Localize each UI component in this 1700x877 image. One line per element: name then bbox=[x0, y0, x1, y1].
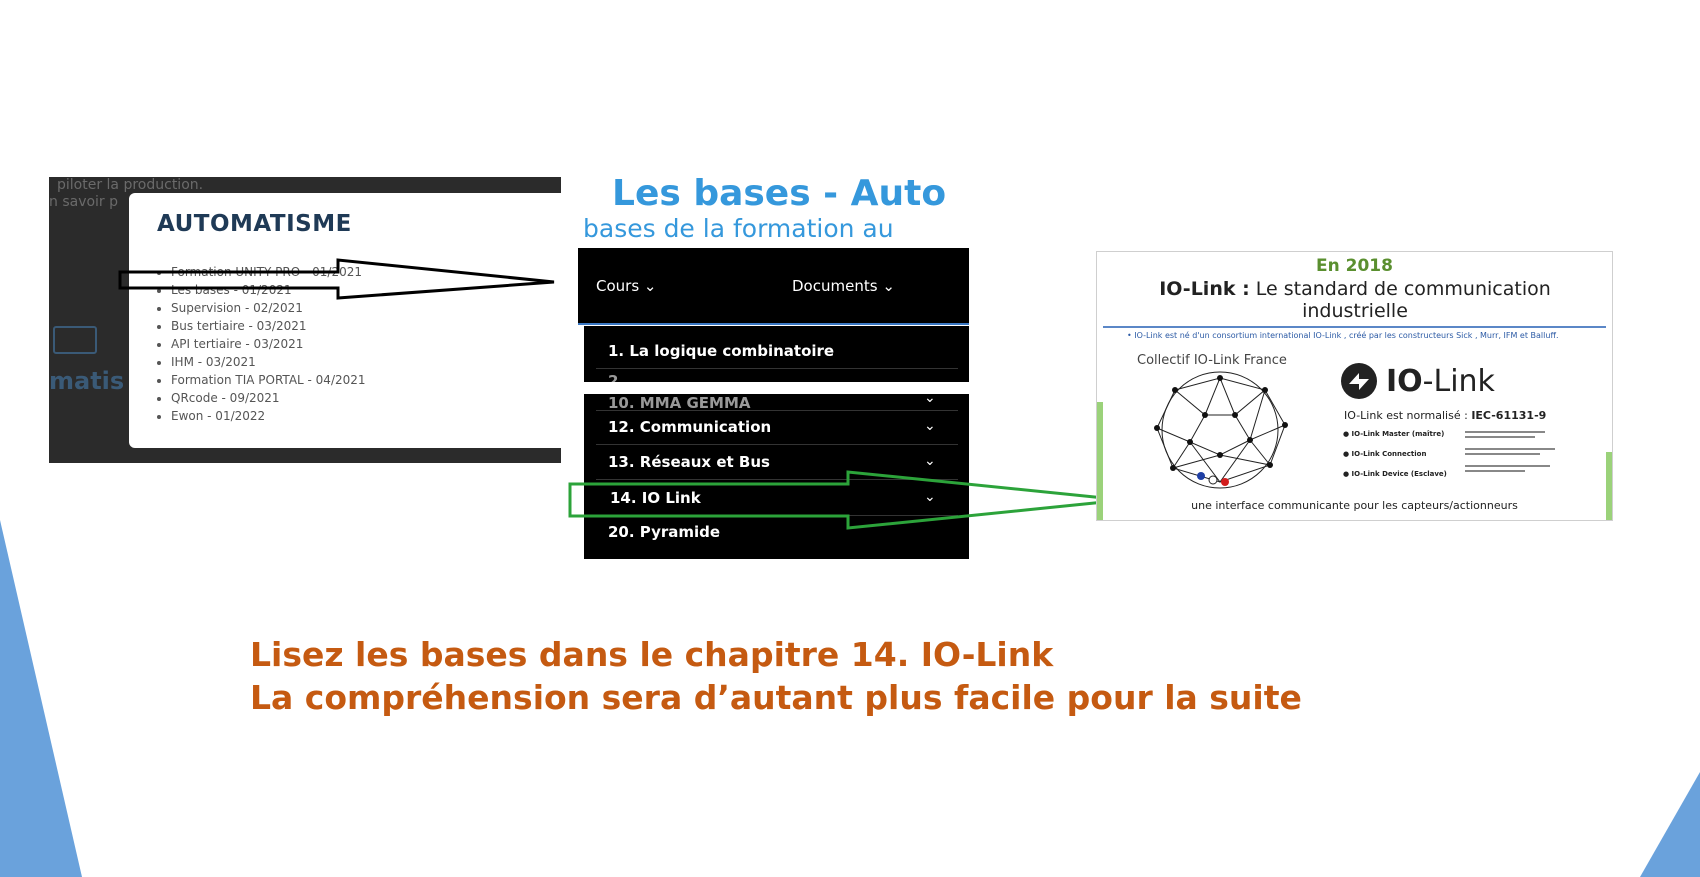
legend-device-label: IO-Link Device (Esclave) bbox=[1351, 470, 1447, 478]
legend-master-label: IO-Link Master (maître) bbox=[1351, 430, 1445, 438]
list-item[interactable]: IHM - 03/2021 bbox=[171, 353, 366, 371]
nav-documents[interactable]: Documents ⌄ bbox=[792, 277, 895, 295]
legend-connection-label: IO-Link Connection bbox=[1351, 450, 1427, 458]
slide-green-edge-right bbox=[1606, 452, 1612, 520]
link-icon: ● bbox=[1343, 470, 1350, 478]
logo-text-bold: IO bbox=[1386, 363, 1423, 399]
menu-separator bbox=[596, 368, 958, 369]
collectif-label: Collectif IO-Link France bbox=[1137, 353, 1287, 368]
chevron-down-icon: ⌄ bbox=[924, 489, 936, 505]
link-icon: ● bbox=[1343, 430, 1350, 438]
menu-item-logique-combinatoire[interactable]: 1. La logique combinatoire bbox=[608, 342, 835, 360]
norm-label: IO-Link est normalisé : bbox=[1344, 409, 1472, 422]
screenshot-gap bbox=[584, 382, 969, 394]
chevron-down-icon: ⌄ bbox=[882, 277, 895, 295]
logo-text-rest: -Link bbox=[1422, 363, 1495, 399]
background-heading: matis bbox=[49, 367, 125, 395]
slide-heading-bold: IO-Link : bbox=[1159, 278, 1250, 300]
menu-item-communication[interactable]: 12. Communication bbox=[608, 418, 772, 436]
list-item[interactable]: Supervision - 02/2021 bbox=[171, 299, 366, 317]
menu-item-cut[interactable]: 10. MMA GEMMA bbox=[608, 394, 751, 412]
slide-green-edge-left bbox=[1097, 402, 1103, 520]
menu-item-pyramide[interactable]: 20. Pyramide bbox=[608, 523, 721, 541]
slide-divider bbox=[1103, 326, 1606, 328]
nav-documents-label: Documents bbox=[792, 277, 878, 295]
nav-cours[interactable]: Cours ⌄ bbox=[596, 277, 657, 295]
list-item[interactable]: API tertiaire - 03/2021 bbox=[171, 335, 366, 353]
slide-heading-rest: Le standard de communication industriell… bbox=[1249, 278, 1551, 322]
link-icon: ● bbox=[1343, 450, 1350, 458]
legend-descriptions bbox=[1465, 428, 1561, 482]
automatisme-card: AUTOMATISME Formation UNITY PRO - 01/202… bbox=[129, 193, 561, 448]
right-blue-triangle bbox=[1640, 772, 1700, 877]
page-title: Les bases - Auto bbox=[612, 173, 947, 214]
io-link-slide: En 2018 IO-Link : Le standard de communi… bbox=[1096, 251, 1613, 521]
card-title: AUTOMATISME bbox=[157, 211, 352, 237]
slide-heading: IO-Link : Le standard de communication i… bbox=[1105, 278, 1605, 322]
menu-item-reseaux-bus[interactable]: 13. Réseaux et Bus bbox=[608, 453, 770, 471]
page-subtitle: bases de la formation au bbox=[583, 214, 894, 243]
instruction-line-1: Lisez les bases dans le chapitre 14. IO-… bbox=[250, 635, 1054, 674]
norm-line: IO-Link est normalisé : IEC-61131-9 bbox=[1344, 409, 1546, 422]
left-blue-triangle bbox=[0, 520, 82, 877]
menu-separator bbox=[596, 444, 958, 445]
cours-dropdown-menu: 1. La logique combinatoire 2. ... 10. MM… bbox=[584, 326, 969, 559]
navbar: Cours ⌄ Documents ⌄ bbox=[578, 248, 969, 325]
network-sphere-icon bbox=[1154, 371, 1288, 489]
legend-master: ● IO-Link Master (maître) bbox=[1343, 430, 1444, 438]
nav-cours-label: Cours bbox=[596, 277, 640, 295]
norm-value: IEC-61131-9 bbox=[1471, 409, 1547, 422]
slide-footer: une interface communicante pour les capt… bbox=[1191, 499, 1518, 512]
legend-device: ● IO-Link Device (Esclave) bbox=[1343, 470, 1447, 478]
chevron-down-icon: ⌄ bbox=[924, 453, 936, 469]
io-link-logo: IO -Link bbox=[1340, 362, 1495, 400]
automatisme-screenshot: piloter la production. n savoir p matis … bbox=[49, 177, 561, 463]
list-item[interactable]: QRcode - 09/2021 bbox=[171, 389, 366, 407]
legend-connection: ● IO-Link Connection bbox=[1343, 450, 1426, 458]
list-item[interactable]: Ewon - 01/2022 bbox=[171, 407, 366, 425]
chevron-down-icon: ⌄ bbox=[924, 418, 936, 434]
black-arrow bbox=[118, 258, 555, 300]
slide-bullet: • IO-Link est né d'un consortium interna… bbox=[1127, 331, 1559, 340]
background-text: n savoir p bbox=[49, 194, 119, 210]
io-link-logo-icon bbox=[1341, 363, 1377, 399]
chevron-down-icon: ⌄ bbox=[643, 277, 657, 295]
menu-item-io-link[interactable]: 14. IO Link bbox=[610, 489, 701, 507]
green-arrow bbox=[568, 470, 1125, 530]
background-device-icon bbox=[53, 326, 97, 354]
chevron-down-icon: ⌄ bbox=[924, 390, 936, 406]
list-item[interactable]: Formation TIA PORTAL - 04/2021 bbox=[171, 371, 366, 389]
instruction-line-2: La compréhension sera d’autant plus faci… bbox=[250, 678, 1302, 717]
menu-separator bbox=[596, 410, 958, 411]
list-item[interactable]: Bus tertiaire - 03/2021 bbox=[171, 317, 366, 335]
background-text: piloter la production. bbox=[57, 177, 204, 193]
slide-bullet-text: IO-Link est né d'un consortium internati… bbox=[1134, 331, 1559, 340]
formation-list: Formation UNITY PRO - 01/2021 Les bases … bbox=[157, 263, 366, 425]
slide-year: En 2018 bbox=[1316, 256, 1393, 276]
menu-separator bbox=[596, 479, 958, 480]
